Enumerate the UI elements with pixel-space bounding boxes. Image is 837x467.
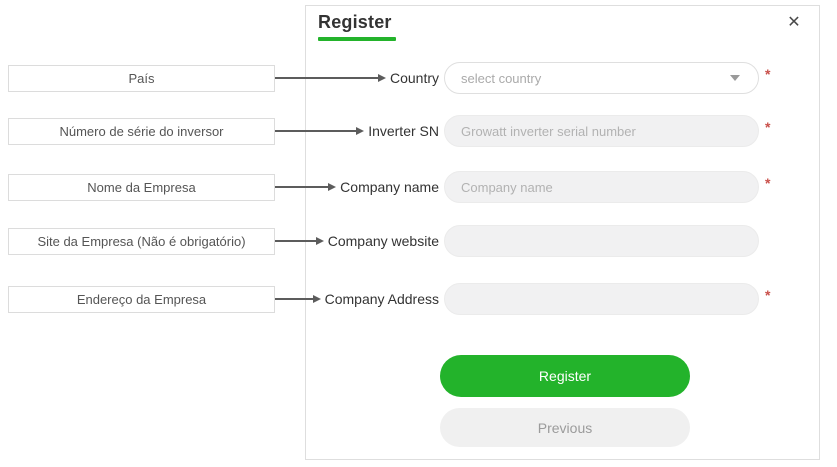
country-select-placeholder: select country: [461, 70, 542, 86]
modal-title: Register: [318, 12, 392, 32]
required-marker: *: [765, 66, 771, 82]
annotation-label: Site da Empresa (Não é obrigatório): [37, 233, 246, 249]
company-website-input[interactable]: [444, 225, 759, 257]
country-select[interactable]: select country: [444, 62, 759, 94]
arrow-head-icon: [356, 127, 365, 135]
company-name-input[interactable]: [444, 171, 759, 203]
field-row-country: País Country select country *: [8, 62, 779, 94]
country-label: Country: [389, 70, 439, 86]
required-marker: [765, 225, 779, 229]
annotation-label: Endereço da Empresa: [76, 291, 207, 307]
field-row-company-address: Endereço da Empresa Company Address *: [8, 283, 779, 315]
company-website-label: Company website: [327, 233, 439, 249]
arrow-head-icon: [312, 295, 321, 303]
annotation-box-inverter-sn: Número de série do inversor: [8, 117, 275, 145]
chevron-down-icon: [730, 75, 740, 81]
required-marker: *: [765, 175, 771, 191]
company-address-label: Company Address: [324, 291, 439, 307]
previous-button[interactable]: Previous: [440, 408, 690, 447]
arrow-head-icon: [377, 74, 386, 82]
company-address-input[interactable]: [444, 283, 759, 315]
annotation-label: País: [128, 70, 155, 86]
arrow-connector: [275, 126, 365, 136]
annotation-box-company-address: Endereço da Empresa: [8, 285, 275, 313]
annotation-label: Número de série do inversor: [59, 123, 224, 139]
arrow-line: [275, 298, 313, 300]
arrow-line: [275, 130, 357, 132]
arrow-line: [275, 186, 329, 188]
annotation-box-country: País: [8, 64, 275, 92]
arrow-head-icon: [315, 237, 324, 245]
required-marker: *: [765, 287, 771, 303]
required-marker: *: [765, 119, 771, 135]
field-row-company-name: Nome da Empresa Company name *: [8, 171, 779, 203]
inverter-sn-label: Inverter SN: [368, 123, 439, 139]
arrow-connector: [275, 294, 321, 304]
annotation-box-company-name: Nome da Empresa: [8, 173, 275, 201]
field-row-inverter-sn: Número de série do inversor Inverter SN …: [8, 115, 779, 147]
arrow-connector: [275, 236, 324, 246]
close-icon[interactable]: ✕: [787, 14, 801, 31]
company-name-label: Company name: [340, 179, 439, 195]
inverter-sn-input[interactable]: [444, 115, 759, 147]
annotation-label: Nome da Empresa: [87, 179, 196, 195]
arrow-line: [275, 240, 316, 242]
arrow-connector: [275, 182, 337, 192]
field-row-company-website: Site da Empresa (Não é obrigatório) Comp…: [8, 225, 779, 257]
register-button[interactable]: Register: [440, 355, 690, 397]
annotation-box-company-website: Site da Empresa (Não é obrigatório): [8, 227, 275, 255]
arrow-head-icon: [328, 183, 337, 191]
arrow-line: [275, 77, 378, 79]
title-underline: [318, 37, 396, 41]
arrow-connector: [275, 73, 386, 83]
